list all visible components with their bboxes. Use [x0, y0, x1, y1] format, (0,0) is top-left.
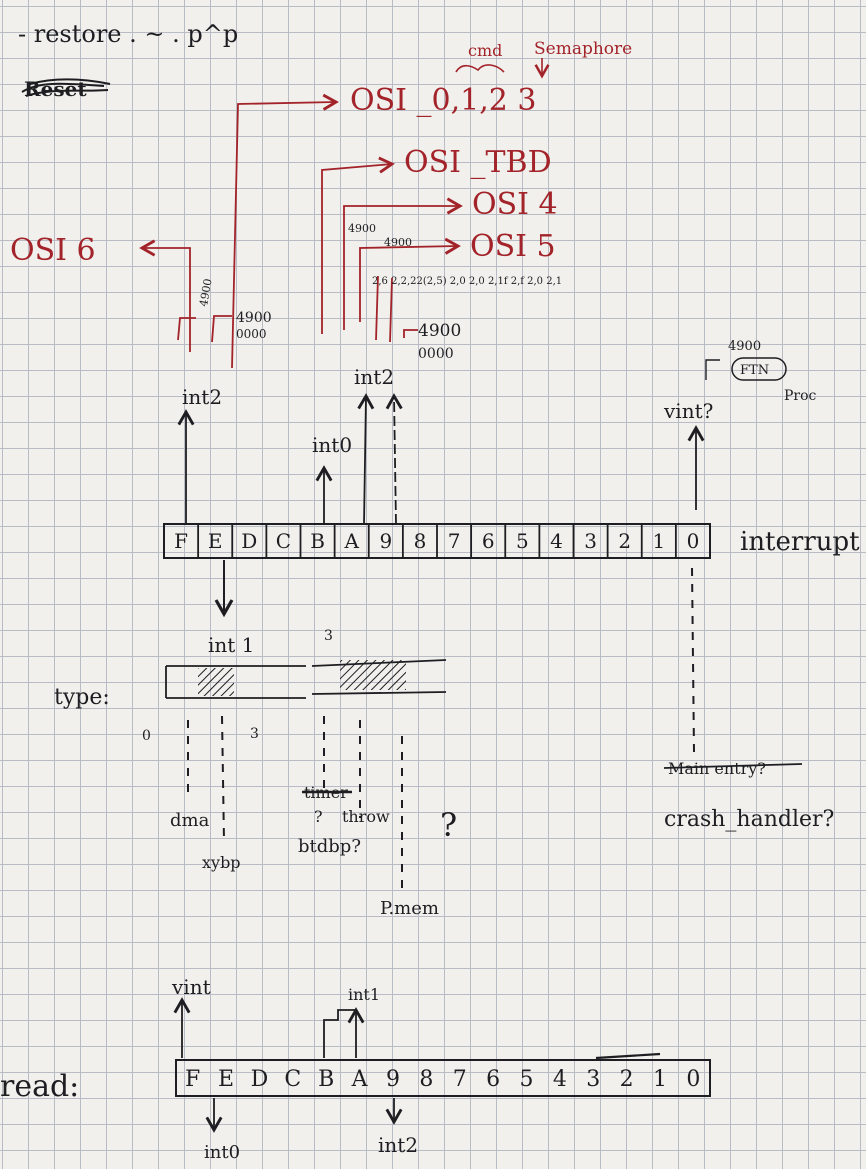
interrupt-register-bit-8: 8	[414, 529, 427, 553]
type-label: type:	[54, 685, 110, 710]
q-small: ?	[314, 807, 323, 826]
read-register-bit-7: 7	[453, 1067, 467, 1092]
type-3-right: 3	[324, 628, 333, 644]
osi-6-label: OSI 6	[10, 233, 96, 268]
note-4900-mid-small2: 4900	[384, 236, 412, 249]
type-0: 0	[142, 728, 151, 744]
type-bar	[166, 660, 446, 698]
osi-tbd-label: OSI _TBD	[404, 145, 552, 180]
interrupt-register-bit-2: 2	[618, 529, 631, 553]
read-register-bit-4: 4	[553, 1067, 567, 1092]
int1-label: int 1	[208, 633, 254, 657]
read-register-bit-E: E	[218, 1067, 234, 1092]
int2-mid-label: int2	[354, 365, 394, 389]
interrupt-register-bit-A: A	[343, 529, 359, 553]
osi-0123-label: OSI _0,1,2 3	[350, 83, 537, 118]
btdbp-label: btdbp?	[298, 836, 361, 857]
osi-5-label: OSI 5	[470, 229, 556, 264]
offsets-row: 2,6 2,2,22(2,5) 2,0 2,0 2,1f 2,f 2,0 2,1	[372, 276, 562, 287]
main-entry-struck: Main entry?	[664, 759, 802, 778]
read-register-bit-D: D	[251, 1067, 269, 1092]
note-4900-left2: 4900	[236, 310, 272, 326]
read-label: read:	[0, 1069, 79, 1104]
pmem-label: P.mem	[380, 898, 439, 919]
restore-note: - restore . ~ . p^p	[18, 20, 238, 48]
read-register-bit-0: 0	[686, 1067, 700, 1092]
note-4900-mid: 4900	[418, 321, 461, 341]
int2-top-label: int2	[182, 385, 222, 409]
vint-label: vint	[171, 975, 211, 999]
read-register-bit-8: 8	[419, 1067, 433, 1092]
note-4900-right: 4900	[728, 339, 761, 354]
vint-q-label: vint?	[663, 399, 713, 423]
type-3-left: 3	[250, 726, 259, 742]
read-register-bit-F: F	[185, 1067, 200, 1092]
ftn-label: FTN	[740, 363, 769, 378]
interrupt-register-bit-F: F	[174, 529, 188, 553]
question-mark: ?	[440, 806, 457, 844]
read-register-bit-C: C	[284, 1067, 301, 1092]
int1-step	[324, 1010, 356, 1058]
type-hatch-right	[340, 660, 406, 690]
timer-label-struck: timer	[302, 783, 352, 802]
note-4900-mid-small: 4900	[348, 222, 376, 235]
interrupt-register-bit-C: C	[276, 529, 291, 553]
interrupt-register-bit-1: 1	[652, 529, 665, 553]
interrupt-register-bit-9: 9	[379, 529, 392, 553]
read-register-bit-3: 3	[586, 1067, 600, 1092]
interrupt-register-bit-6: 6	[482, 529, 495, 553]
interrupt-register-bit-7: 7	[448, 529, 461, 553]
dma-label: dma	[170, 810, 210, 831]
read-register-bit-B: B	[318, 1067, 334, 1092]
xybp-label: xybp	[202, 853, 241, 872]
interrupt-register-bit-4: 4	[550, 529, 563, 553]
proc-label: Proc	[784, 388, 817, 404]
osi-4-label: OSI 4	[472, 187, 558, 222]
interrupt-register-bit-5: 5	[516, 529, 529, 553]
cmd-brace	[456, 65, 504, 72]
int0-top-label: int0	[312, 433, 352, 457]
interrupt-register-bit-0: 0	[687, 529, 700, 553]
int2-bottom-label: int2	[378, 1133, 418, 1157]
note-0000-mid: 0000	[418, 346, 454, 362]
read-register-bit-1: 1	[653, 1067, 667, 1092]
interrupt-register-bit-E: E	[208, 529, 223, 553]
register-up-arrows	[186, 396, 696, 524]
note-4900-left: 4900	[197, 278, 215, 308]
read-register-bit-9: 9	[386, 1067, 400, 1092]
interrupt-label: interrupt	[740, 527, 860, 557]
read-register-bit-6: 6	[486, 1067, 500, 1092]
int0-bottom-label: int0	[204, 1142, 240, 1163]
cmd-label: cmd	[468, 41, 502, 60]
crash-handler-label: crash_handler?	[664, 807, 834, 832]
int1-bottom-label: int1	[348, 985, 380, 1004]
type-hatch-left	[198, 668, 234, 696]
svg-text:Main entry?: Main entry?	[668, 759, 766, 778]
reset-scribble: Reset	[22, 77, 110, 101]
read-register-bit-5: 5	[519, 1067, 533, 1092]
interrupt-register-bit-D: D	[241, 529, 257, 553]
ftn-bracket	[706, 360, 720, 380]
throw-label: throw	[342, 807, 390, 826]
osi-routing-lines	[142, 102, 460, 368]
semaphore-label: Semaphore	[534, 39, 632, 59]
note-0000-left: 0000	[236, 327, 267, 341]
read-register-bit-2: 2	[620, 1067, 634, 1092]
interrupt-register-bit-B: B	[310, 529, 325, 553]
read-register-bit-A: A	[351, 1067, 369, 1092]
interrupt-register-bit-3: 3	[584, 529, 597, 553]
